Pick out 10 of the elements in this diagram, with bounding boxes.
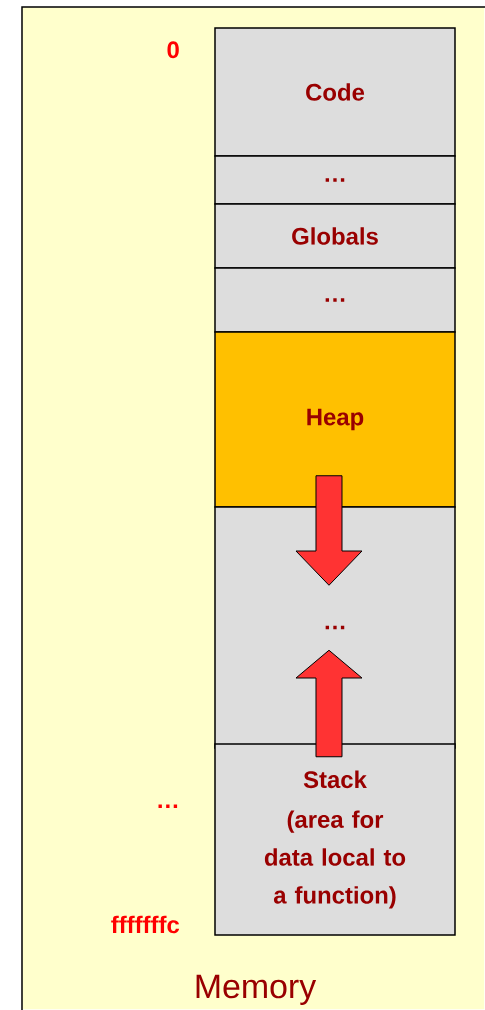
heap-segment: Heap [214,331,456,508]
memory-segment: … [214,267,456,333]
stack-segment: Stack (area for data local to a function) [214,743,456,936]
address-label: 0 [167,41,179,59]
memory-segment: Globals [214,203,456,269]
block-arrow [295,475,363,586]
address-label: … [158,804,178,808]
memory-segment: … [214,155,456,205]
block-arrow [295,649,363,758]
address-label: fffffffc [111,915,180,934]
